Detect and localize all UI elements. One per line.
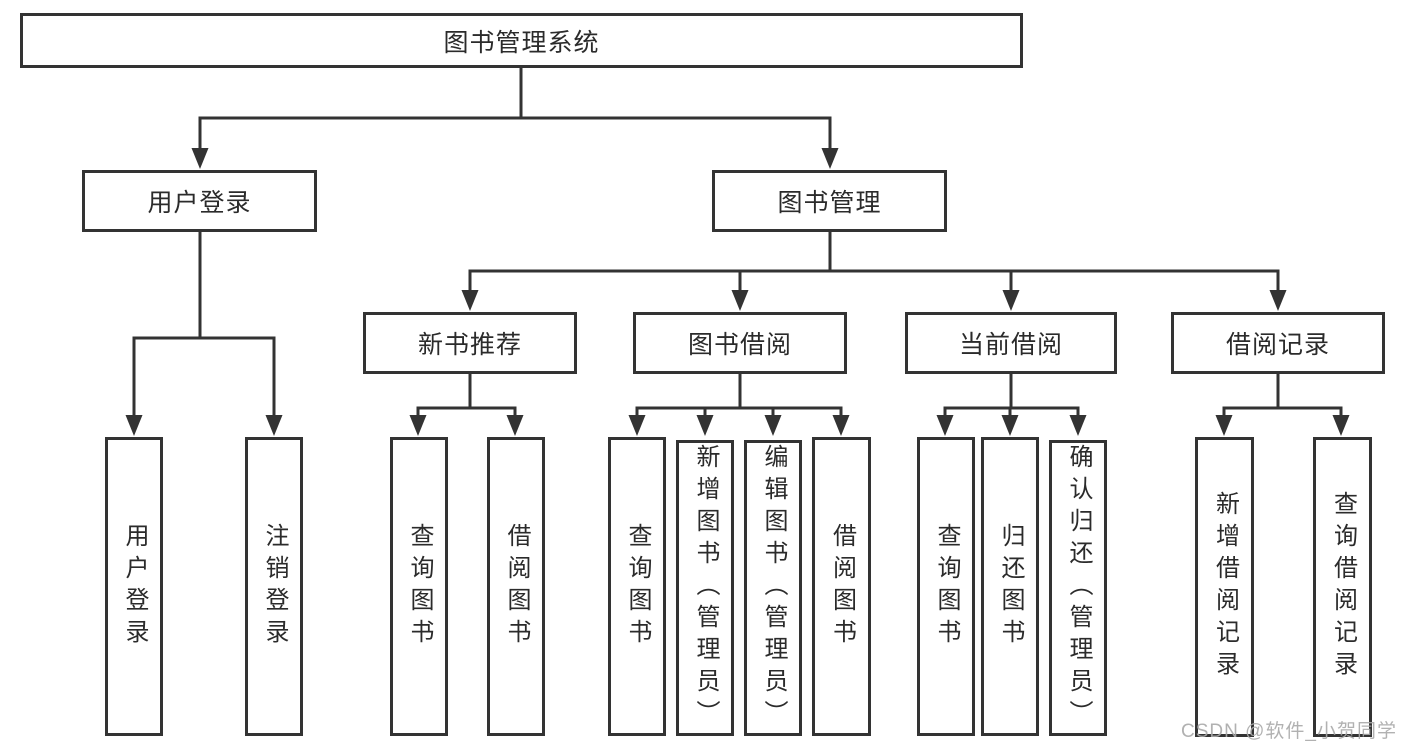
leaf-return-books: 归还图书 bbox=[981, 437, 1039, 736]
leaf-query-books-recommend: 查询图书 bbox=[390, 437, 448, 736]
node-label: 当前借阅 bbox=[958, 331, 1063, 359]
node-label: 借阅记录 bbox=[1225, 331, 1330, 359]
leaf-label: 查询图书 bbox=[624, 522, 651, 651]
leaf-query-books-borrowing: 查询图书 bbox=[608, 437, 666, 736]
node-label: 用户登录 bbox=[147, 189, 252, 217]
leaf-label: 确认归还（管理员） bbox=[1065, 444, 1092, 732]
leaf-label: 编辑图书（管理员） bbox=[760, 444, 787, 732]
leaf-add-books-admin: 新增图书（管理员） bbox=[676, 440, 734, 736]
node-new-book-recommendation: 新书推荐 bbox=[363, 312, 577, 374]
node-library-management-system: 图书管理系统 bbox=[20, 13, 1023, 68]
node-label: 图书管理 bbox=[777, 189, 882, 217]
leaf-label: 新增图书（管理员） bbox=[692, 444, 719, 732]
leaf-label: 借阅图书 bbox=[828, 522, 856, 651]
node-book-management: 图书管理 bbox=[712, 170, 947, 232]
leaf-label: 注销登录 bbox=[261, 522, 288, 651]
leaf-label: 借阅图书 bbox=[503, 522, 530, 651]
node-borrowing-records: 借阅记录 bbox=[1171, 312, 1385, 374]
leaf-label: 查询图书 bbox=[406, 522, 433, 651]
node-current-borrowing: 当前借阅 bbox=[905, 312, 1117, 374]
leaf-query-borrow-record: 查询借阅记录 bbox=[1313, 437, 1372, 737]
leaf-label: 查询借阅记录 bbox=[1329, 491, 1357, 683]
node-label: 新书推荐 bbox=[417, 331, 522, 359]
leaf-borrow-books-recommend: 借阅图书 bbox=[487, 437, 545, 736]
leaf-label: 查询图书 bbox=[933, 522, 960, 651]
node-book-borrowing: 图书借阅 bbox=[633, 312, 847, 374]
leaf-user-login: 用户登录 bbox=[105, 437, 163, 736]
leaf-add-borrow-record: 新增借阅记录 bbox=[1195, 437, 1254, 737]
leaf-label: 归还图书 bbox=[997, 522, 1024, 651]
node-user-login: 用户登录 bbox=[82, 170, 317, 232]
csdn-watermark: CSDN @软件_小贺同学 bbox=[1181, 721, 1397, 742]
leaf-edit-books-admin: 编辑图书（管理员） bbox=[744, 440, 802, 736]
leaf-logout: 注销登录 bbox=[245, 437, 303, 736]
leaf-query-books-current: 查询图书 bbox=[917, 437, 975, 736]
leaf-borrow-books-borrowing: 借阅图书 bbox=[812, 437, 871, 736]
node-label: 图书管理系统 bbox=[443, 28, 600, 57]
leaf-confirm-return-admin: 确认归还（管理员） bbox=[1049, 440, 1107, 736]
node-label: 图书借阅 bbox=[687, 331, 792, 359]
leaf-label: 用户登录 bbox=[121, 522, 148, 651]
leaf-label: 新增借阅记录 bbox=[1211, 491, 1239, 683]
